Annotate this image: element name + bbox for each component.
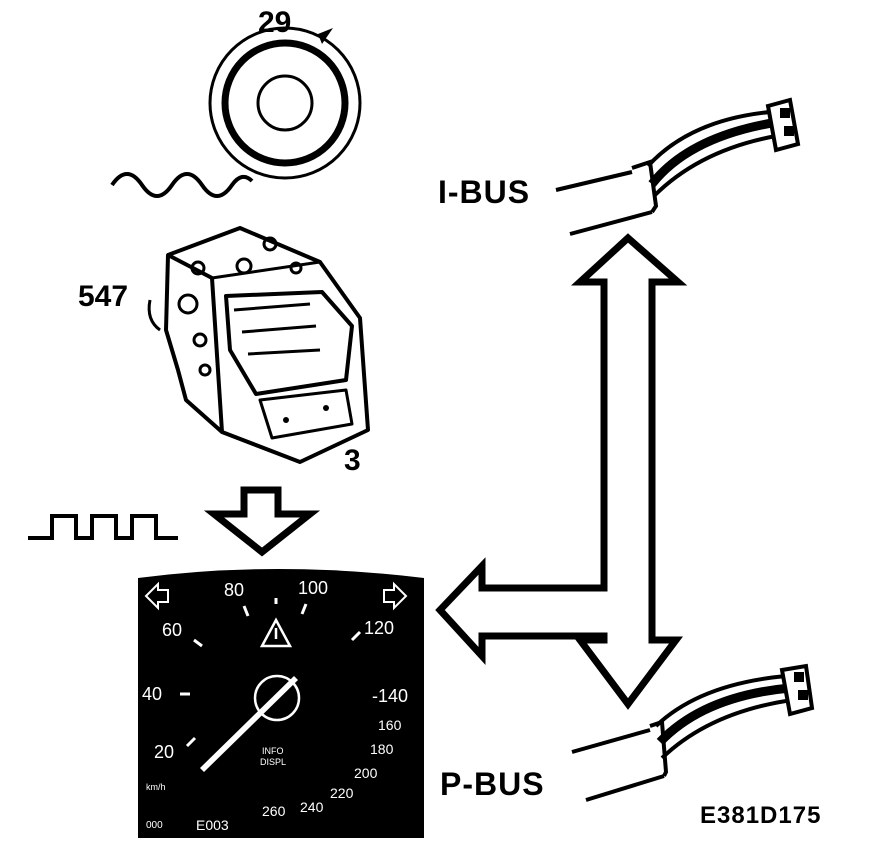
bus-gateway-arrows: [435, 233, 688, 710]
dial-tick-label: 200: [354, 765, 378, 781]
abs-unit-label: 547: [78, 280, 129, 313]
sine-signal-icon: [110, 172, 254, 198]
i-bus-cable: [555, 97, 801, 236]
info-display-label: INFO: [262, 746, 284, 756]
odometer-value: E003: [196, 817, 229, 833]
i-bus-label: I-BUS: [438, 174, 531, 210]
info-display-label: DISPL: [260, 757, 286, 767]
speedometer: 20 40 60 80 100 120 -140 160 180 200 220…: [138, 569, 424, 838]
wheel-sensor: [208, 26, 362, 180]
turn-left-icon: [144, 581, 169, 611]
dial-tick-label: 180: [370, 741, 394, 757]
dial-tick-label: 40: [142, 684, 162, 704]
warning-icon: [259, 617, 293, 648]
dial-tick-label: 20: [154, 742, 174, 762]
odometer-prefix: 000: [146, 820, 163, 831]
speed-needle: [200, 676, 298, 772]
speed-unit: km/h: [146, 782, 166, 792]
signal-down-arrow-icon: [203, 486, 321, 557]
abs-control-module: [147, 226, 370, 464]
rotation-arrow-icon: [318, 28, 333, 44]
dial-tick-label: 80: [224, 580, 244, 600]
connector-label: 3: [344, 444, 361, 477]
turn-right-icon: [383, 581, 408, 611]
p-bus-label: P-BUS: [440, 766, 545, 802]
dial-tick-label: 260: [262, 803, 286, 819]
dial-tick-label: 220: [330, 785, 354, 801]
dial-tick-label: 240: [300, 799, 324, 815]
square-signal-icon: [28, 514, 178, 540]
needle-hub: [253, 674, 301, 722]
figure-reference: E381D175: [700, 802, 822, 829]
dial-tick-label: 100: [298, 578, 328, 598]
dial-tick-label: 160: [378, 717, 402, 733]
dial-tick-label: 120: [364, 618, 394, 638]
dial-tick-label: -140: [372, 686, 408, 706]
p-bus-cable: [571, 663, 815, 802]
wheel-sensor-label: 29: [258, 6, 292, 39]
dial-tick-label: 60: [162, 620, 182, 640]
